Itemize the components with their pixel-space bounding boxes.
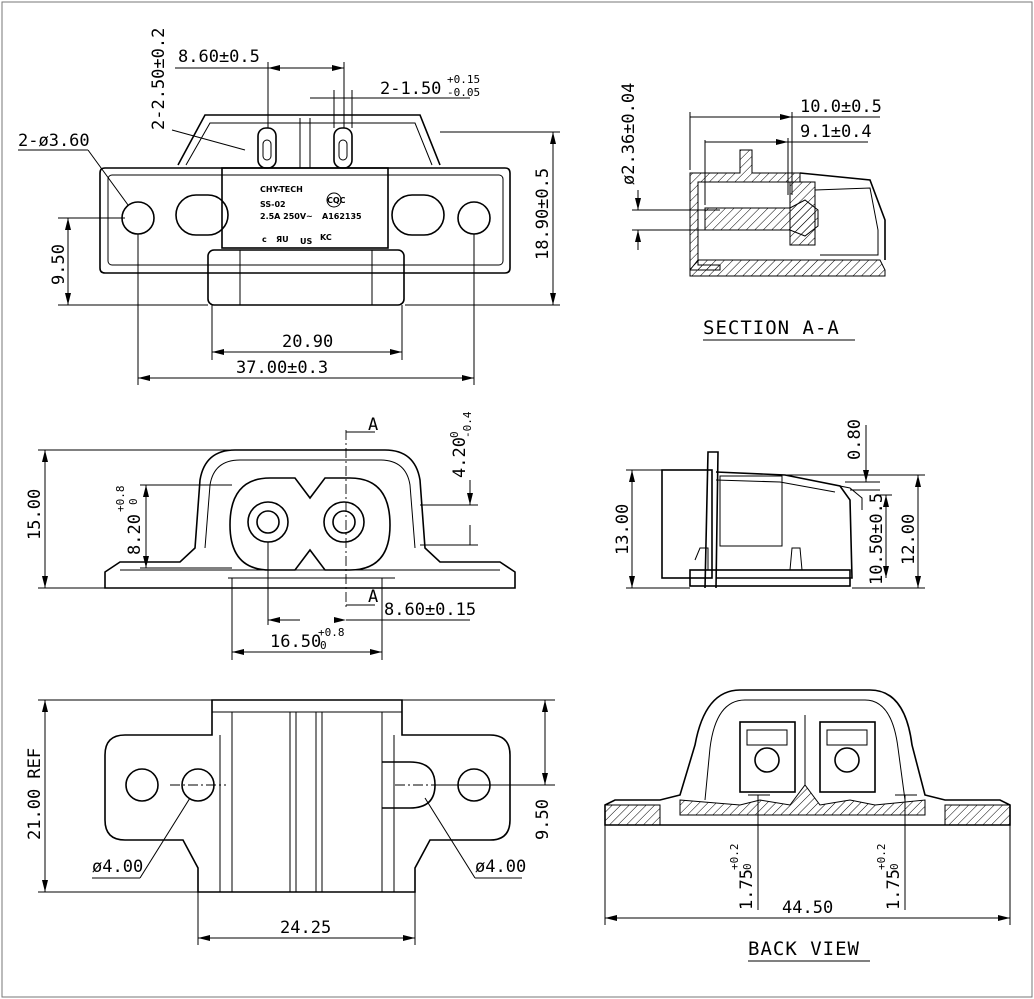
back-view-title: BACK VIEW [748,938,860,960]
pin-right [333,127,353,169]
bottom-outline [104,699,511,893]
svg-text:+0.2: +0.2 [875,844,888,871]
section-base [689,259,886,277]
svg-text:-0.05: -0.05 [447,86,480,99]
dim-side-height: 13.00 [613,504,633,555]
side-view: 13.00 0.80 10.50±0.5 12.00 [613,419,925,589]
bottom-hole-outer-left [125,768,159,802]
cert-number-text: A162135 [322,212,362,221]
dim-body-width: 20.90 [282,332,333,352]
section-mark-top: A [368,415,378,435]
slot-right [391,194,445,236]
section-a-a: ø2.36±0.04 10.0±0.5 9.1±0.4 SECTION A-A [619,83,886,341]
svg-text:0: 0 [320,639,327,652]
dim-hole-height: 9.50 [49,244,69,285]
back-outline [604,689,1011,826]
dim-face-depth: 4.20 [450,437,470,478]
svg-text:CQC: CQC [327,196,346,205]
back-view: 44.50 1.75 +0.2 0 1.75 +0.2 0 BACK VIEW [604,689,1011,962]
dim-pitch-top: 8.60±0.5 [178,47,260,67]
lower-body [207,249,405,306]
dim-total-height: 18.90±0.5 [533,168,553,260]
top-frame [177,114,441,166]
dim-back-left: 1.75 [737,869,757,910]
dim-slot-width: 2-2.50±0.2 [149,28,169,130]
svg-text:+0.8: +0.8 [318,626,345,639]
socket-face [229,477,391,571]
front-outline [104,449,516,589]
dim-hole-right: ø4.00 [475,857,526,877]
dim-side-mid: 10.50±0.5 [867,493,887,585]
ul-us-text: US [300,237,312,246]
model-text: SS-02 [260,200,286,209]
hole-right [457,201,491,235]
dim-face-height: 8.20 [125,514,145,555]
cqc-mark-icon [326,192,342,208]
dim-pin-diameter: ø2.36±0.04 [619,83,639,185]
dim-back-width: 44.50 [782,898,833,918]
svg-text:0: 0 [888,863,901,870]
pin-hole-right [323,501,365,543]
dim-length-inner: 9.1±0.4 [800,122,872,142]
body-label-plate [221,167,389,249]
pin-left [257,127,277,169]
bottom-view: 21.00 REF 9.50 ø4.00 ø4.00 24.25 [25,699,555,945]
svg-text:0: 0 [127,498,140,505]
front-view: A A 15.00 8.20 +0.8 0 4.20 0 -0.4 8.60±0… [25,411,516,660]
dim-hole-diameter: 2-ø3.60 [18,131,90,151]
section-title: SECTION A-A [703,317,840,339]
svg-text:0: 0 [741,863,754,870]
dim-side-top: 0.80 [845,419,865,460]
svg-text:+0.2: +0.2 [728,844,741,871]
back-terminal-right [819,721,876,793]
dim-front-width: 16.50 [270,632,321,652]
back-terminal-left [739,721,796,793]
dim-hole-left: ø4.00 [92,857,143,877]
section-mark-bottom: A [368,587,378,607]
dim-pin-pitch: 8.60±0.15 [384,600,476,620]
pin-hole-left [247,501,289,543]
kc-mark-icon: KC [320,233,332,242]
svg-text:+0.15: +0.15 [447,73,480,86]
ul-c-text: c [262,235,267,244]
brand-text: CHY-TECH [260,185,303,194]
slot-left [175,194,229,236]
rating-text: 2.5A 250V~ [260,212,313,221]
dim-length-outer: 10.0±0.5 [800,97,882,117]
top-view: CHY-TECH SS-02 2.5A 250V~ A162135 CQC c … [18,28,560,385]
dim-bottom-width: 24.25 [280,918,331,938]
dim-side-body: 12.00 [899,514,919,565]
dim-front-height: 15.00 [25,489,45,540]
dim-slot-thickness: 2-1.50 [380,79,441,99]
svg-text:+0.8: +0.8 [114,486,127,513]
dim-mount-width: 37.00±0.3 [236,358,328,378]
side-flange [704,451,719,589]
side-rear-block [661,469,713,579]
ul-mark-icon: ЯU [276,235,289,244]
svg-text:-0.4: -0.4 [461,411,474,438]
dim-bottom-hole-height: 9.50 [533,799,553,840]
mounting-flange [99,167,511,274]
svg-text:0: 0 [448,431,461,438]
dim-back-right: 1.75 [884,869,904,910]
hole-left [121,201,155,235]
side-base [689,569,851,587]
dim-ref-length: 21.00 REF [25,748,45,840]
